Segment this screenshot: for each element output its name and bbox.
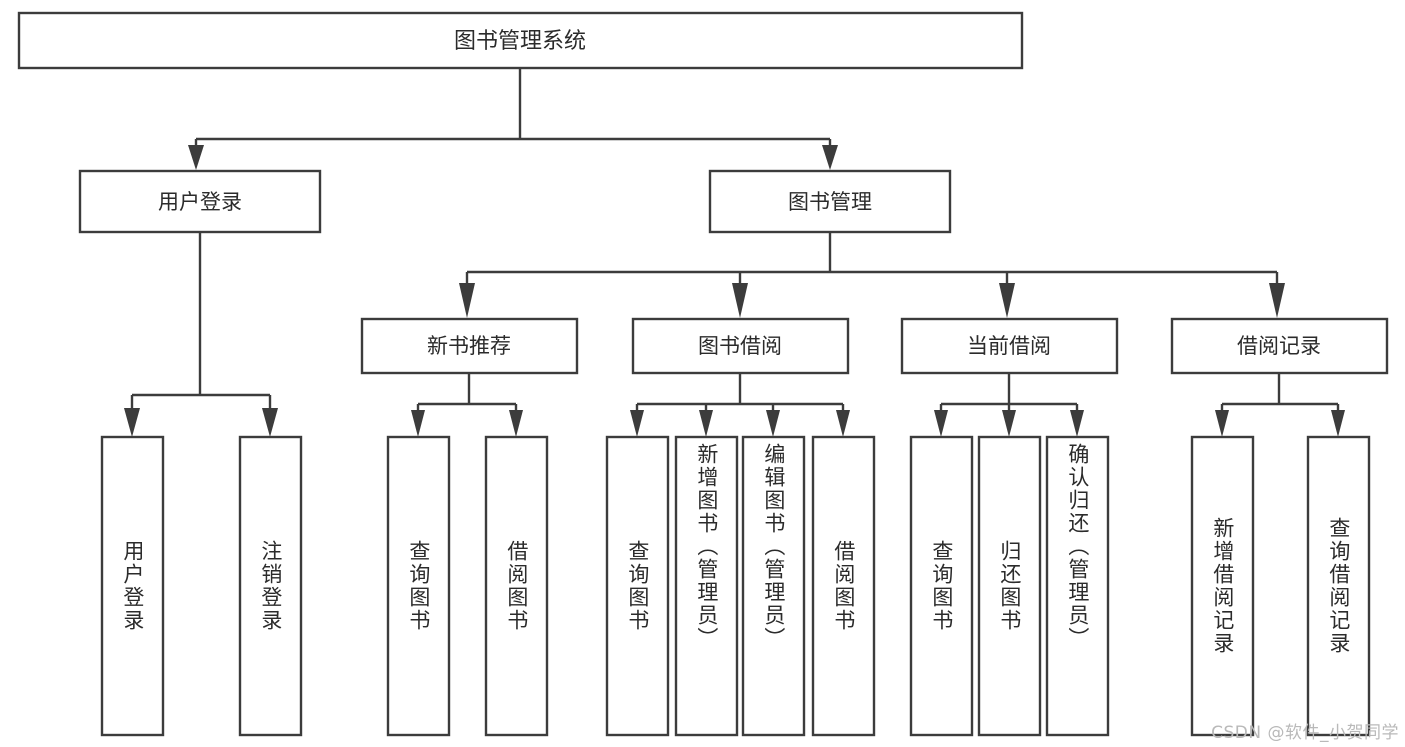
arrow-cb-leaf-3 — [1070, 410, 1084, 437]
arrow-cb-leaf-2 — [1002, 410, 1016, 437]
arrow-cb-leaf-1 — [934, 410, 948, 437]
arrow-to-book-manage — [822, 145, 838, 170]
arrow-to-book-borrow — [732, 283, 748, 318]
connector-current-borrow-to-leaves — [934, 373, 1084, 437]
leaf-box-cb-return-book[interactable] — [977, 435, 1042, 737]
root-box[interactable] — [17, 11, 1024, 70]
arrow-nbr-leaf-2 — [509, 410, 523, 437]
current-borrow-box[interactable] — [900, 317, 1119, 375]
arrow-nbr-leaf-1 — [411, 410, 425, 437]
leaf-box-bb-borrow-book[interactable] — [811, 435, 876, 737]
node-book-manage[interactable]: 图书管理 — [708, 169, 952, 234]
connector-borrow-record-to-leaves — [1215, 373, 1345, 437]
leaf-box-cb-query-book[interactable] — [909, 435, 974, 737]
arrow-bb-leaf-2 — [699, 410, 713, 437]
leaf-box-nbr-query-book[interactable] — [386, 435, 451, 737]
node-new-book-recommend[interactable]: 新书推荐 — [360, 317, 579, 375]
connector-book-borrow-to-leaves — [630, 373, 850, 437]
current-borrow-label: 当前借阅 — [967, 334, 1051, 358]
node-borrow-record[interactable]: 借阅记录 — [1170, 317, 1389, 375]
connector-user-login-to-leaves — [124, 232, 278, 437]
arrow-bb-leaf-1 — [630, 410, 644, 437]
arrow-to-leaf-logout — [262, 408, 278, 437]
watermark-text: CSDN @软件_小贺同学 — [1211, 723, 1399, 743]
leaf-box-user-login[interactable] — [100, 435, 165, 737]
connector-book-manage-to-level3 — [459, 232, 1285, 318]
node-book-borrow[interactable]: 图书借阅 — [631, 317, 850, 375]
node-current-borrow[interactable]: 当前借阅 — [900, 317, 1119, 375]
book-manage-label: 图书管理 — [788, 190, 872, 214]
node-root[interactable]: 图书管理系统 — [17, 11, 1024, 70]
arrow-to-new-book-recommend — [459, 283, 475, 318]
arrow-to-user-login — [188, 145, 204, 170]
arrow-br-leaf-2 — [1331, 410, 1345, 437]
leaf-box-nbr-borrow-book[interactable] — [484, 435, 549, 737]
root-label: 图书管理系统 — [454, 29, 586, 54]
connector-new-book-recommend-to-leaves — [411, 373, 523, 437]
user-login-label: 用户登录 — [158, 190, 242, 214]
leaf-box-br-query-record[interactable] — [1306, 435, 1371, 737]
leaf-box-bb-add-book[interactable] — [674, 435, 739, 737]
arrow-to-current-borrow — [999, 283, 1015, 318]
arrow-bb-leaf-3 — [766, 410, 780, 437]
connector-root-to-level2 — [188, 68, 838, 170]
arrow-br-leaf-1 — [1215, 410, 1229, 437]
leaf-box-br-add-record[interactable] — [1190, 435, 1255, 737]
leaf-box-logout[interactable] — [238, 435, 303, 737]
node-user-login[interactable]: 用户登录 — [78, 169, 322, 234]
borrow-record-label: 借阅记录 — [1237, 334, 1321, 358]
user-login-box[interactable] — [78, 169, 322, 234]
book-borrow-label: 图书借阅 — [698, 334, 782, 358]
new-book-recommend-label: 新书推荐 — [427, 334, 511, 358]
leaf-box-bb-query-book[interactable] — [605, 435, 670, 737]
arrow-bb-leaf-4 — [836, 410, 850, 437]
arrow-to-borrow-record — [1269, 283, 1285, 318]
leaf-box-bb-edit-book[interactable] — [741, 435, 806, 737]
arrow-to-leaf-user-login — [124, 408, 140, 437]
leaf-box-cb-confirm-return[interactable] — [1045, 435, 1110, 737]
new-book-recommend-box[interactable] — [360, 317, 579, 375]
